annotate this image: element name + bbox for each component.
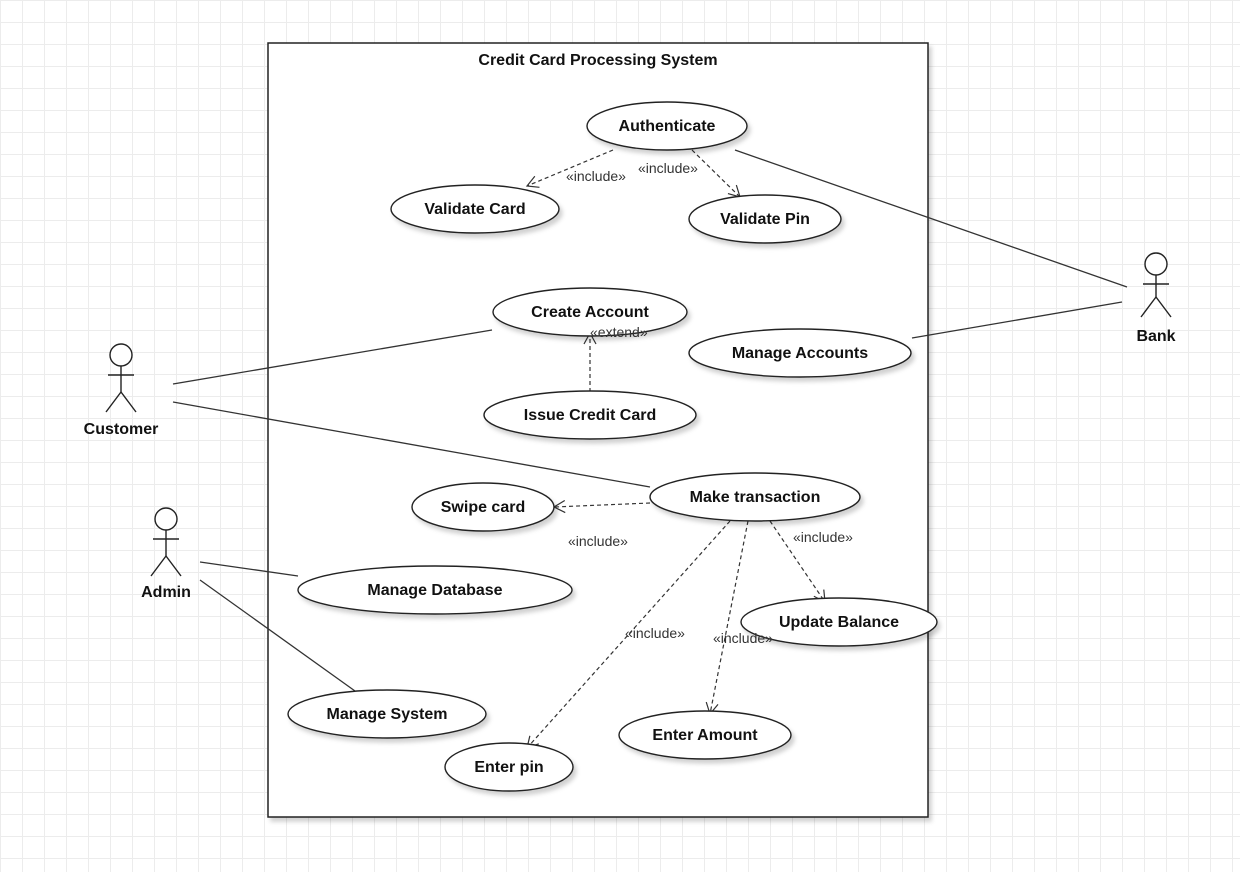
use-case-enter-pin[interactable] <box>444 742 574 792</box>
label-authenticate: Authenticate <box>619 118 716 135</box>
include-transaction-enter-pin[interactable] <box>526 520 731 749</box>
stereo-include-enter-amount: «include» <box>713 630 773 646</box>
use-case-enter-amount[interactable] <box>618 710 792 760</box>
label-validate-card: Validate Card <box>424 201 525 218</box>
assoc-bank-authenticate[interactable] <box>734 149 1128 288</box>
assoc-admin-manage-database[interactable] <box>199 561 299 577</box>
use-case-update-balance[interactable] <box>740 597 938 647</box>
actor-customer[interactable] <box>105 343 137 413</box>
label-update-balance: Update Balance <box>779 614 899 631</box>
assoc-admin-manage-system[interactable] <box>199 579 356 692</box>
actor-customer-label: Customer <box>84 421 159 438</box>
use-case-manage-accounts[interactable] <box>688 328 912 378</box>
stereo-include-update-balance: «include» <box>793 529 853 545</box>
use-case-issue-credit-card[interactable] <box>483 390 697 440</box>
actor-admin[interactable] <box>150 507 182 577</box>
use-case-validate-pin[interactable] <box>688 194 842 244</box>
label-manage-system: Manage System <box>327 706 448 723</box>
actor-bank-label: Bank <box>1136 328 1175 345</box>
use-case-create-account[interactable] <box>492 287 688 337</box>
assoc-customer-make-transaction[interactable] <box>172 401 651 488</box>
label-enter-pin: Enter pin <box>474 759 543 776</box>
label-make-transaction: Make transaction <box>690 489 821 506</box>
label-manage-database: Manage Database <box>367 582 502 599</box>
stereo-include-validate-pin: «include» <box>638 160 698 176</box>
label-validate-pin: Validate Pin <box>720 211 810 228</box>
label-enter-amount: Enter Amount <box>652 727 758 744</box>
include-transaction-swipe-card[interactable] <box>552 500 651 514</box>
label-create-account: Create Account <box>531 304 649 321</box>
system-title: Credit Card Processing System <box>478 52 717 69</box>
use-case-authenticate[interactable] <box>586 101 748 151</box>
assoc-customer-create-account[interactable] <box>172 329 493 385</box>
stereo-include-validate-card: «include» <box>566 168 626 184</box>
stereo-include-swipe-card: «include» <box>568 533 628 549</box>
use-case-make-transaction[interactable] <box>649 472 861 522</box>
use-case-swipe-card[interactable] <box>411 482 555 532</box>
assoc-bank-manage-accounts[interactable] <box>911 301 1123 339</box>
include-transaction-enter-amount[interactable] <box>705 520 749 716</box>
label-swipe-card: Swipe card <box>441 499 525 516</box>
include-transaction-update-balance[interactable] <box>769 520 826 604</box>
include-authenticate-validate-card[interactable] <box>525 149 614 188</box>
use-case-validate-card[interactable] <box>390 184 560 234</box>
actor-bank[interactable] <box>1140 252 1172 318</box>
label-issue-credit-card: Issue Credit Card <box>524 407 656 424</box>
label-manage-accounts: Manage Accounts <box>732 345 868 362</box>
use-case-manage-database[interactable] <box>297 565 573 615</box>
stereo-include-enter-pin: «include» <box>625 625 685 641</box>
use-case-manage-system[interactable] <box>287 689 487 739</box>
actor-admin-label: Admin <box>141 584 191 601</box>
stereo-extend-issue-card: «extend» <box>590 324 648 340</box>
